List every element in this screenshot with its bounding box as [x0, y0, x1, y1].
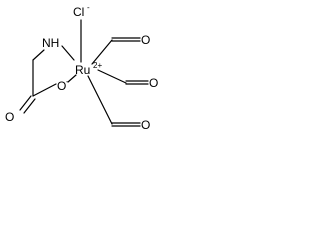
bond-o-ru: [67, 74, 77, 83]
bond-nh-ch2: [32, 49, 45, 61]
bond-ru-co1: [91, 39, 113, 65]
charge-cl: -: [87, 3, 90, 12]
bond-c-o-double-a: [19, 95, 32, 111]
atom-o-minus: O: [57, 79, 66, 93]
atom-co2-o: O: [149, 76, 158, 90]
atom-co1-o: O: [141, 33, 150, 47]
bond-ru-co3: [87, 75, 113, 125]
atom-cl: Cl: [73, 5, 84, 19]
atom-o-carbonyl: O: [5, 110, 14, 124]
bond-ru-co2: [97, 69, 127, 84]
atom-co3-o: O: [141, 118, 150, 132]
bond-nh-ru: [61, 45, 75, 61]
structure-diagram: Cl - NH Ru 2+ O - O O O O: [5, 3, 158, 132]
bond-c-o-single: [32, 83, 57, 97]
atom-nh: NH: [42, 36, 59, 50]
charge-o-minus: -: [66, 77, 69, 86]
atom-ru: Ru: [75, 63, 90, 77]
charge-ru: 2+: [93, 61, 102, 70]
bond-c-o-double-b: [23, 98, 36, 114]
